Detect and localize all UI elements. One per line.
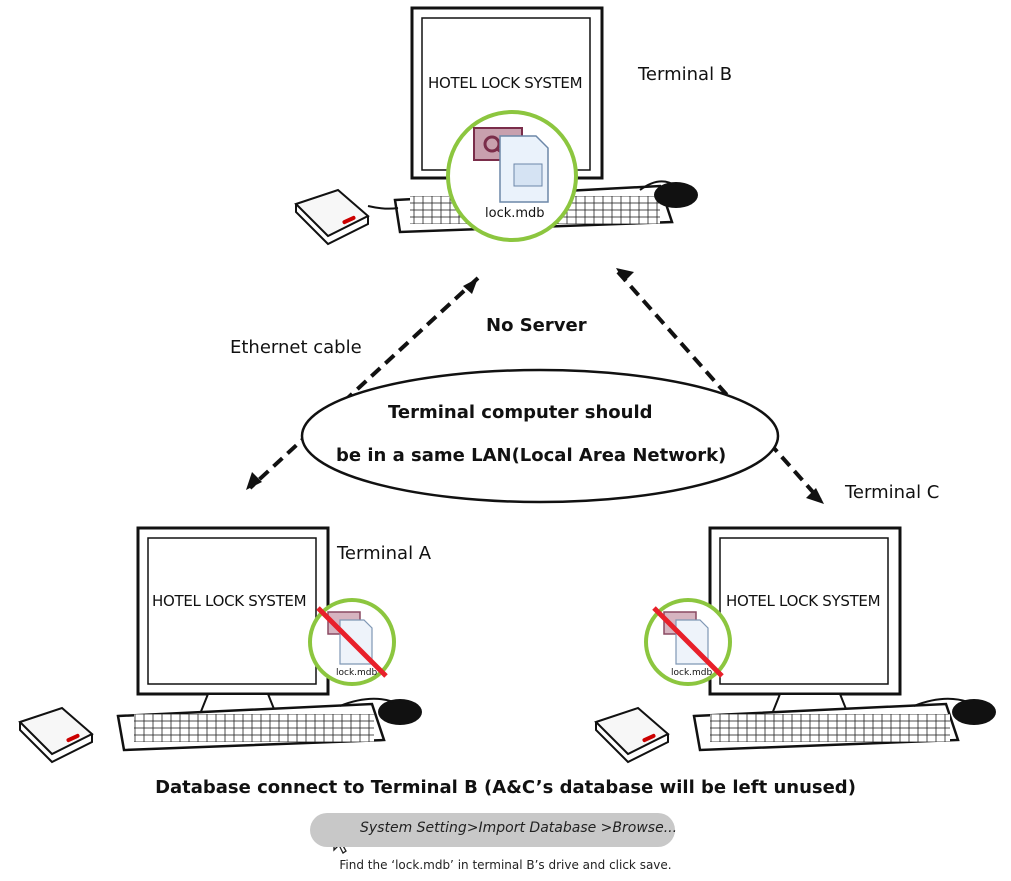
file-name-c: lock.mdb <box>671 668 713 678</box>
ethernet-cable-right <box>616 268 824 504</box>
terminal-c-label: Terminal C <box>845 482 940 503</box>
lan-line-2: be in a same LAN(Local Area Network) <box>336 445 727 466</box>
ethernet-cable-label: Ethernet cable <box>230 337 362 358</box>
ethernet-cable-left <box>245 273 480 490</box>
screen-text-b: HOTEL LOCK SYSTEM <box>428 74 583 92</box>
footnote: Find the ‘lock.mdb’ in terminal B’s driv… <box>339 858 672 872</box>
menu-path-text: System Setting>Import Database >Browse..… <box>360 820 678 836</box>
lan-line-1: Terminal computer should <box>388 402 653 423</box>
file-name-b: lock.mdb <box>485 206 545 221</box>
db-circle-a <box>308 598 396 686</box>
db-circle-c <box>644 598 732 686</box>
db-circle-b <box>446 110 578 242</box>
no-server-label: No Server <box>486 315 587 336</box>
caption: Database connect to Terminal B (A&C’s da… <box>155 777 856 798</box>
lan-ellipse <box>300 368 780 504</box>
terminal-b-label: Terminal B <box>638 64 733 85</box>
terminal-a-label: Terminal A <box>337 543 432 564</box>
terminal-c-computer <box>595 526 996 763</box>
screen-text-c: HOTEL LOCK SYSTEM <box>726 592 881 610</box>
menu-path-pill <box>310 813 675 847</box>
screen-text-a: HOTEL LOCK SYSTEM <box>152 592 307 610</box>
file-name-a: lock.mdb <box>336 668 378 678</box>
terminal-a-computer <box>19 526 422 763</box>
